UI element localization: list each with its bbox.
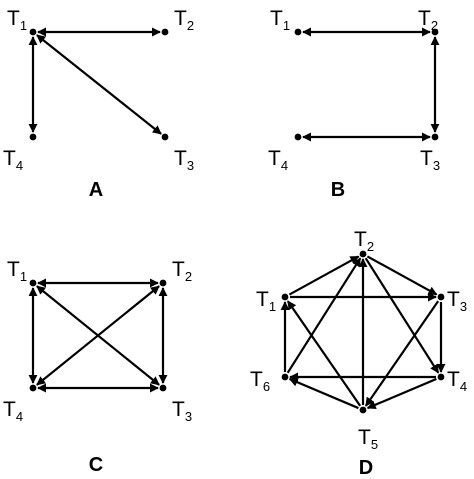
node-t3-dot	[161, 133, 169, 141]
node-t3-label: T3	[420, 147, 440, 173]
node-t2-label: T2	[172, 258, 192, 284]
node-t2-dot	[359, 250, 367, 258]
node-t1-dot	[281, 293, 289, 301]
edge-t2-t4-bidirectional-arrow	[36, 285, 160, 386]
node-t3-label: T3	[174, 147, 194, 173]
edge-t1-t2-arrow	[288, 255, 360, 296]
node-t1-dot	[29, 28, 37, 36]
panel-d-letter: D	[359, 457, 373, 479]
edge-t4-t5-arrow	[366, 377, 437, 410]
node-t2-label: T2	[174, 7, 194, 33]
node-t2-dot	[159, 279, 167, 287]
node-t6-label: T6	[250, 368, 270, 394]
panel-b-letter: B	[331, 179, 345, 201]
edge-t5-t1-arrow	[286, 300, 362, 407]
node-t2-label: T2	[418, 7, 438, 33]
node-t3-dot	[159, 384, 167, 392]
node-t4-dot	[294, 133, 302, 141]
node-t1-dot	[29, 279, 37, 287]
node-t2-dot	[161, 28, 169, 36]
node-t1-dot	[294, 28, 302, 36]
node-t3-label: T3	[172, 398, 192, 424]
node-t1-label: T1	[270, 7, 290, 33]
node-t3-dot	[437, 293, 445, 301]
edge-t1-t3-bidirectional-arrow	[36, 34, 162, 135]
node-t6-dot	[281, 373, 289, 381]
edge-t5-t6-arrow	[288, 377, 359, 410]
node-t4-label: T4	[268, 147, 288, 173]
node-t1-label: T1	[7, 7, 27, 33]
edge-t2-t3-arrow	[366, 255, 438, 296]
node-t2-dot	[431, 28, 439, 36]
node-t3-dot	[431, 133, 439, 141]
node-t1-label: T1	[7, 258, 27, 284]
panel-c-letter: C	[89, 454, 103, 476]
edge-t6-t2-arrow	[286, 257, 362, 374]
edge-t2-t4-arrow	[364, 257, 440, 374]
node-t3-label: T3	[447, 288, 467, 314]
node-t5-dot	[359, 406, 367, 414]
edge-t3-t5-arrow	[364, 300, 440, 407]
node-t5-label: T5	[358, 426, 378, 452]
node-t1-label: T1	[256, 288, 276, 314]
node-t4-dot	[29, 384, 37, 392]
node-t2-label: T2	[354, 228, 374, 254]
node-t4-dot	[437, 373, 445, 381]
node-t4-label: T4	[3, 398, 23, 424]
node-t4-label: T4	[447, 368, 467, 394]
node-t4-label: T4	[3, 147, 23, 173]
panel-a-letter: A	[89, 179, 103, 201]
node-t4-dot	[29, 133, 37, 141]
